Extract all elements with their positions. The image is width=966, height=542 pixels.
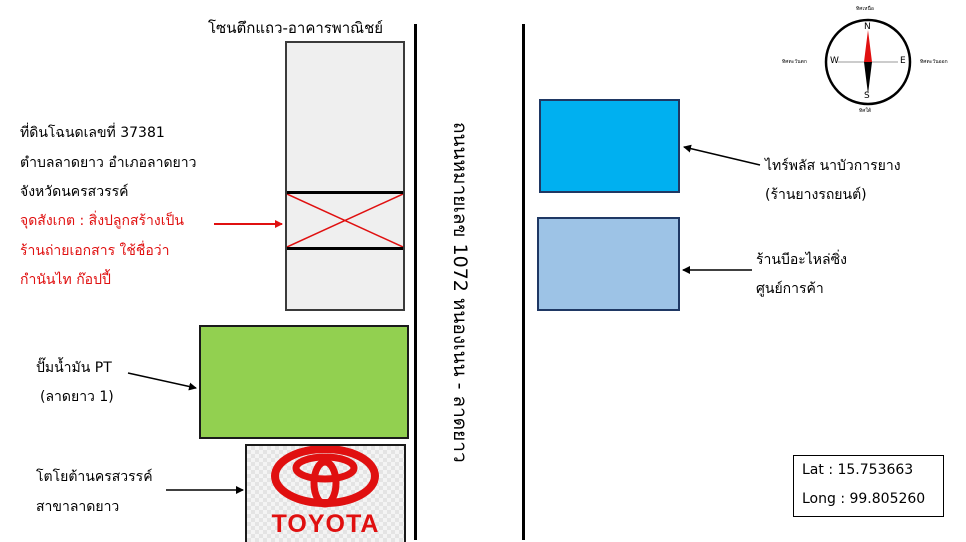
- compass-east-text: ทิศตะวันออก: [920, 59, 948, 65]
- road-name: ถนนหมายเลข 1072 หนองเนน - ลาดยาว: [449, 122, 471, 463]
- parts-shop-block[interactable]: [537, 217, 680, 311]
- compass-n: N: [864, 22, 871, 32]
- road-edge-right: [522, 24, 525, 540]
- longitude-text: Long : 99.805260: [802, 491, 926, 507]
- road-edge-left: [414, 24, 417, 540]
- compass-west-text: ทิศตะวันตก: [782, 59, 807, 65]
- commercial-building-block[interactable]: [285, 41, 405, 311]
- compass-e: E: [900, 56, 906, 66]
- gas-station-sublabel: (ลาดยาว 1): [40, 389, 114, 405]
- landmark-note-line-1: จุดสังเกต : สิ่งปลูกสร้างเป็น: [20, 213, 184, 229]
- tire-shop-sublabel: (ร้านยางรถยนต์): [765, 187, 867, 203]
- gas-station-block[interactable]: [199, 325, 409, 439]
- gas-station-arrow: [127, 372, 197, 391]
- toyota-label: โตโยต้านครสวรรค์: [36, 469, 153, 485]
- compass-rose: ทิศเหนือ N S W E ทิศใต้ ทิศตะวันตก ทิศตะ…: [782, 2, 960, 120]
- gas-station-label: ปั๊มน้ำมัน PT: [36, 360, 112, 376]
- subject-deed-label: ที่ดินโฉนดเลขที่ 37381: [20, 125, 165, 141]
- subject-lot-cross-icon: [286, 193, 404, 248]
- tire-shop-block[interactable]: [539, 99, 680, 193]
- compass-north-text: ทิศเหนือ: [856, 6, 874, 12]
- landmark-note-line-2: ร้านถ่ายเอกสาร ใช้ชื่อว่า: [20, 243, 170, 259]
- toyota-logo-icon: [271, 446, 379, 508]
- subject-province-label: จังหวัดนครสวรรค์: [20, 184, 129, 200]
- compass-s: S: [864, 91, 870, 101]
- parts-shop-sublabel: ศูนย์การค้า: [756, 281, 824, 297]
- compass-south-text: ทิศใต้: [859, 108, 872, 114]
- compass-icon: [824, 18, 912, 106]
- toyota-sublabel: สาขาลาดยาว: [36, 499, 120, 515]
- tire-shop-arrow: [683, 144, 761, 166]
- coordinates-box: Lat : 15.753663 Long : 99.805260: [793, 455, 944, 517]
- subject-district-label: ตำบลลาดยาว อำเภอลาดยาว: [20, 155, 197, 171]
- landmark-note-line-3: กำนันไท ก๊อปปี้: [20, 272, 111, 288]
- compass-w: W: [830, 56, 839, 66]
- latitude-text: Lat : 15.753663: [802, 462, 914, 478]
- parts-shop-label: ร้านบีอะไหล่ซิ่ง: [756, 252, 847, 268]
- tire-shop-label: ไทร์พลัส นาบัวการยาง: [765, 158, 901, 174]
- toyota-logo-text: TOYOTA: [271, 510, 380, 538]
- subject-lot-marker[interactable]: [286, 191, 404, 250]
- toyota-dealer-block[interactable]: TOYOTA: [245, 444, 406, 542]
- zone-title: โซนตึกแถว-อาคารพาณิชย์: [208, 19, 384, 37]
